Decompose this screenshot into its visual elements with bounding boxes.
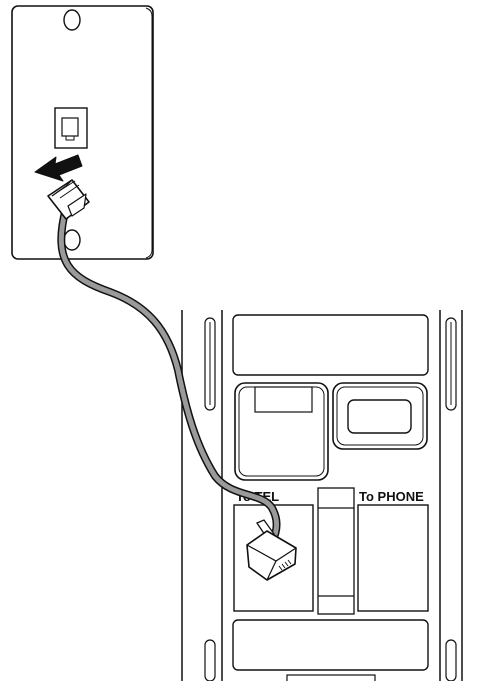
bottom-panel bbox=[232, 619, 429, 671]
wall-plate bbox=[11, 5, 154, 260]
wall-plate-edge bbox=[145, 7, 153, 259]
right-recess bbox=[332, 382, 428, 450]
telephone-cord bbox=[57, 204, 281, 546]
to-phone-label: To PHONE bbox=[359, 489, 424, 504]
to-phone-port bbox=[357, 504, 429, 612]
wall-plate-top-screw-hole-icon bbox=[63, 9, 81, 31]
wall-plate-bottom-screw-hole-icon bbox=[63, 229, 81, 251]
left-recess bbox=[234, 382, 329, 481]
insert-arrow-icon bbox=[34, 154, 83, 182]
center-channel bbox=[317, 487, 355, 615]
wall-plug-icon bbox=[47, 179, 90, 220]
wall-jack-icon bbox=[54, 107, 88, 149]
base-plug-icon bbox=[246, 519, 297, 581]
base-unit: To TEL To PHONE bbox=[181, 310, 463, 681]
top-panel bbox=[232, 314, 429, 376]
